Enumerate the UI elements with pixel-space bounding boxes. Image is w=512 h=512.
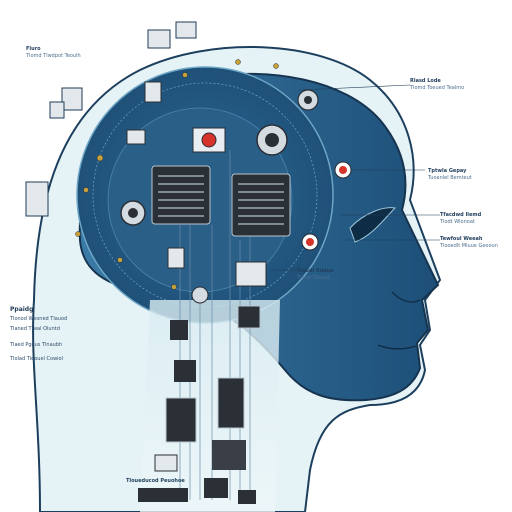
side-panel-line: Tlonod Weoned Tlauod — [10, 316, 68, 322]
label-right-1: Rlasd Lode Tlomd Toeued Tealmo — [410, 78, 464, 92]
label-sub: Tlooedlt Mluue Geooun — [440, 243, 498, 249]
neck-components — [138, 320, 256, 504]
small-module-top — [126, 81, 267, 329]
brain-ring — [92, 82, 318, 308]
label-right-3: Tfacdwd Ilemd Tlodt Wlonoat — [440, 212, 481, 226]
side-panel-line: Tlaed Pgeus Tlnaubh — [10, 342, 63, 348]
red-sensor-mid — [301, 233, 319, 251]
label-title: Tewfoul Weeah — [440, 236, 483, 242]
label-sub: Tlomd Tlwdpot Teoulh — [26, 53, 81, 59]
floating-chip-icons — [25, 21, 197, 217]
side-panel-line: Tlaned Tlwal Oluntd — [10, 326, 60, 332]
red-sensor-top — [192, 127, 226, 153]
lips — [377, 344, 417, 350]
label-title: Tptwla Gepay — [428, 168, 467, 174]
label-right-2: Tptwla Gepay Tuoanlel Bemteut — [428, 168, 472, 182]
label-bottom-1: Tloueducod Peuohoe — [126, 478, 185, 485]
label-sub: Tlaod Tloued — [297, 275, 330, 281]
lens-module-top-right — [297, 89, 319, 111]
processor-chip-left — [151, 165, 211, 225]
red-sensor-right — [334, 161, 352, 179]
label-right-4: Tewfoul Weeah Tlooedlt Mluue Geooun — [440, 236, 498, 250]
label-sub: Tlomd Toeued Tealmo — [410, 85, 465, 91]
label-sub: Tuoanlel Bemteut — [428, 175, 472, 181]
processor-chip-right — [231, 173, 291, 237]
eye-icon — [349, 207, 397, 243]
camera-module-top — [256, 124, 288, 156]
label-sub: Tlodt Wlonoat — [440, 219, 475, 225]
label-center-1: Tlaedl Rdaue Tlaod Tloued — [297, 268, 334, 282]
label-title: Tloueducod Peuohoe — [126, 478, 185, 484]
side-panel-heading: Ppaidg — [10, 306, 34, 313]
edge-nodes — [75, 59, 279, 290]
nostril — [391, 291, 421, 303]
leader-lines — [270, 84, 440, 271]
label-title: Tfacdwd Ilemd — [440, 212, 482, 218]
side-panel-line: Tlolad Tleouel Cowiol — [10, 356, 63, 362]
lens-module-left — [120, 200, 146, 226]
label-title: Fluro — [26, 46, 41, 52]
label-title: Tlaedl Rdaue — [297, 268, 334, 274]
label-top-left: Fluro Tlomd Tlwdpot Teoulh — [26, 46, 81, 60]
label-title: Rlasd Lode — [410, 78, 441, 84]
